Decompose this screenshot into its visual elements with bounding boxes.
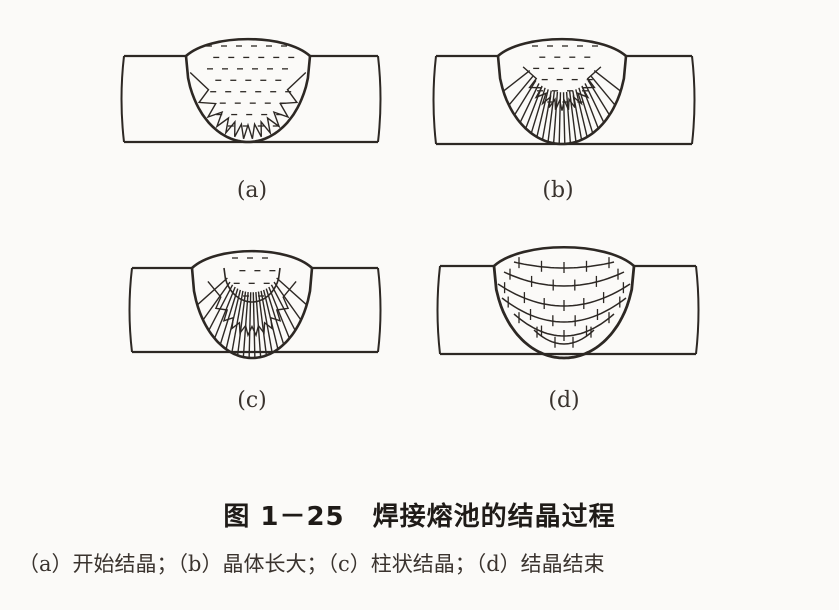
columnar-grain xyxy=(581,85,599,129)
grain-front xyxy=(522,66,602,111)
fusion-boundary xyxy=(190,267,314,360)
columnar-grain xyxy=(273,281,302,321)
panel-c-label: (c) xyxy=(237,388,267,413)
weld-crown xyxy=(185,37,311,57)
columnar-grain xyxy=(547,91,556,142)
panel-a-start-crystallization xyxy=(120,37,382,144)
grain-front xyxy=(207,280,297,338)
columnar-grain xyxy=(248,292,252,358)
columnar-grain xyxy=(519,83,540,123)
columnar-grain xyxy=(202,281,231,321)
plate-end-right xyxy=(695,265,700,355)
figure-title: 焊接熔池的结晶过程 xyxy=(372,502,616,532)
crystallization-front xyxy=(533,329,595,345)
columnar-grain xyxy=(525,85,543,129)
columnar-grain xyxy=(552,91,559,144)
crystallization-front xyxy=(503,271,625,287)
columnar-grain xyxy=(513,79,537,116)
columnar-grain xyxy=(593,69,622,92)
columnar-grain xyxy=(578,87,594,134)
columnar-grain xyxy=(196,277,228,306)
weld-crown xyxy=(493,246,635,267)
columnar-grain xyxy=(268,286,291,339)
plate-end-left xyxy=(120,55,125,143)
panel-d-crystallization-end xyxy=(436,246,700,360)
columnar-grain xyxy=(219,288,239,345)
columnar-grain xyxy=(508,75,534,106)
crystallization-front xyxy=(501,297,627,323)
columnar-grain xyxy=(213,286,236,339)
panel-b-crystal-growth xyxy=(432,37,696,146)
columnar-grain xyxy=(590,75,616,106)
columnar-grain xyxy=(584,83,605,123)
columnar-grain xyxy=(276,277,308,306)
plate-end-left xyxy=(436,265,441,355)
figure-caption: 图 1－25 焊接熔池的结晶过程 xyxy=(0,496,839,533)
columnar-grain xyxy=(208,284,234,331)
columnar-grain xyxy=(575,89,588,138)
columnar-grain xyxy=(565,91,572,144)
grain-front xyxy=(189,71,307,140)
panel-b-label: (b) xyxy=(542,178,574,203)
fusion-boundary xyxy=(492,265,636,360)
fusion-boundary xyxy=(496,55,628,146)
columnar-grain xyxy=(270,284,296,331)
weld-crown xyxy=(191,249,313,269)
columnar-grain xyxy=(568,91,577,142)
plate-end-right xyxy=(377,267,382,353)
panel-c-columnar-crystallization xyxy=(128,249,382,360)
columnar-grain xyxy=(530,87,546,134)
columnar-grain xyxy=(231,290,244,353)
columnar-grain xyxy=(257,291,268,356)
fusion-boundary xyxy=(184,55,312,144)
figure-number: 图 1－25 xyxy=(223,502,345,532)
weld-crown xyxy=(497,37,627,57)
columnar-grain xyxy=(536,89,549,138)
plate-end-right xyxy=(691,55,696,145)
columnar-grain xyxy=(587,79,611,116)
plate-end-left xyxy=(432,55,437,145)
panel-d-label: (d) xyxy=(548,388,580,413)
columnar-grain xyxy=(265,288,285,345)
columnar-grain xyxy=(502,69,531,92)
plate-end-right xyxy=(377,55,382,143)
columnar-grain xyxy=(252,292,256,358)
panel-a-label: (a) xyxy=(236,178,268,203)
columnar-grain xyxy=(236,291,247,356)
figure-legend: （a）开始结晶；（b）晶体长大；（c）柱状结晶；（d）结晶结束 xyxy=(18,552,605,576)
plate-end-left xyxy=(128,267,133,353)
columnar-grain xyxy=(260,290,273,353)
